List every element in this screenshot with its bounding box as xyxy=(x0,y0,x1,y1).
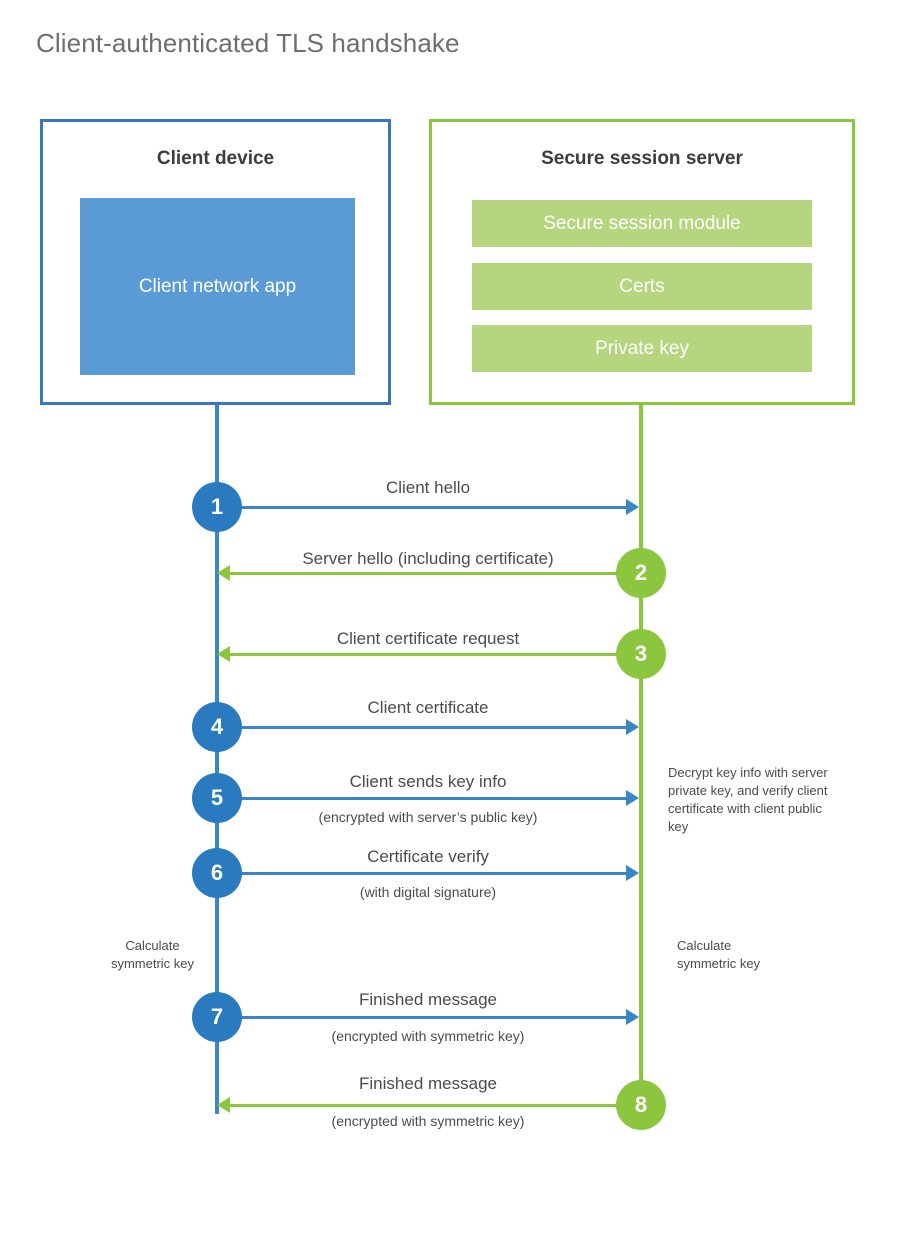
step-circle-3[interactable]: 3 xyxy=(616,629,666,679)
message-line-8 xyxy=(230,1104,641,1107)
message-label-2: Server hello (including certificate) xyxy=(302,549,554,568)
step-circle-7[interactable]: 7 xyxy=(192,992,242,1042)
client-device-box: Client device Client network app xyxy=(40,119,391,405)
step-circle-6[interactable]: 6 xyxy=(192,848,242,898)
message-line-1 xyxy=(217,506,626,509)
arrow-head-5 xyxy=(626,790,639,806)
client-lifeline xyxy=(215,405,219,1114)
step-circle-2[interactable]: 2 xyxy=(616,548,666,598)
client-network-app-block: Client network app xyxy=(80,198,355,375)
step-circle-8[interactable]: 8 xyxy=(616,1080,666,1130)
message-line-5 xyxy=(217,797,626,800)
message-label-7: Finished message xyxy=(359,990,497,1009)
message-line-6 xyxy=(217,872,626,875)
message-label-3: Client certificate request xyxy=(336,629,520,648)
message-label-1: Client hello xyxy=(385,478,471,497)
message-line-7 xyxy=(217,1016,626,1019)
step-circle-5[interactable]: 5 xyxy=(192,773,242,823)
message-line-4 xyxy=(217,726,626,729)
server-module-private-key: Private key xyxy=(472,325,812,372)
secure-session-server-box: Secure session server Secure session mod… xyxy=(429,119,855,405)
message-label-4: Client certificate xyxy=(367,698,489,717)
arrow-head-4 xyxy=(626,719,639,735)
page-title: Client-authenticated TLS handshake xyxy=(36,28,460,58)
arrow-head-2 xyxy=(217,565,230,581)
annotation-client-calculate-symmetric-key: Calculate symmetric key xyxy=(110,938,195,971)
message-sublabel-8: (encrypted with symmetric key) xyxy=(331,1113,525,1129)
message-sublabel-6: (with digital signature) xyxy=(359,884,497,900)
arrow-head-3 xyxy=(217,646,230,662)
server-module-secure-session-module: Secure session module xyxy=(472,200,812,247)
arrow-head-7 xyxy=(626,1009,639,1025)
step-circle-4[interactable]: 4 xyxy=(192,702,242,752)
message-label-6: Certificate verify xyxy=(367,847,489,866)
message-line-3 xyxy=(230,653,641,656)
message-label-8: Finished message xyxy=(359,1074,497,1093)
message-label-5: Client sends key info xyxy=(349,772,507,791)
arrow-head-8 xyxy=(217,1097,230,1113)
server-lifeline xyxy=(639,405,643,1106)
message-sublabel-5: (encrypted with server’s public key) xyxy=(318,809,538,825)
secure-session-server-title: Secure session server xyxy=(541,148,743,169)
arrow-head-6 xyxy=(626,865,639,881)
server-module-certs: Certs xyxy=(472,263,812,310)
message-sublabel-7: (encrypted with symmetric key) xyxy=(331,1028,525,1044)
arrow-head-1 xyxy=(626,499,639,515)
annotation-server-decrypt: Decrypt key info with server private key… xyxy=(668,765,828,834)
client-device-title: Client device xyxy=(156,148,275,169)
step-circle-1[interactable]: 1 xyxy=(192,482,242,532)
annotation-server-calculate-symmetric-key: Calculate symmetric key xyxy=(677,938,761,971)
message-line-2 xyxy=(230,572,641,575)
